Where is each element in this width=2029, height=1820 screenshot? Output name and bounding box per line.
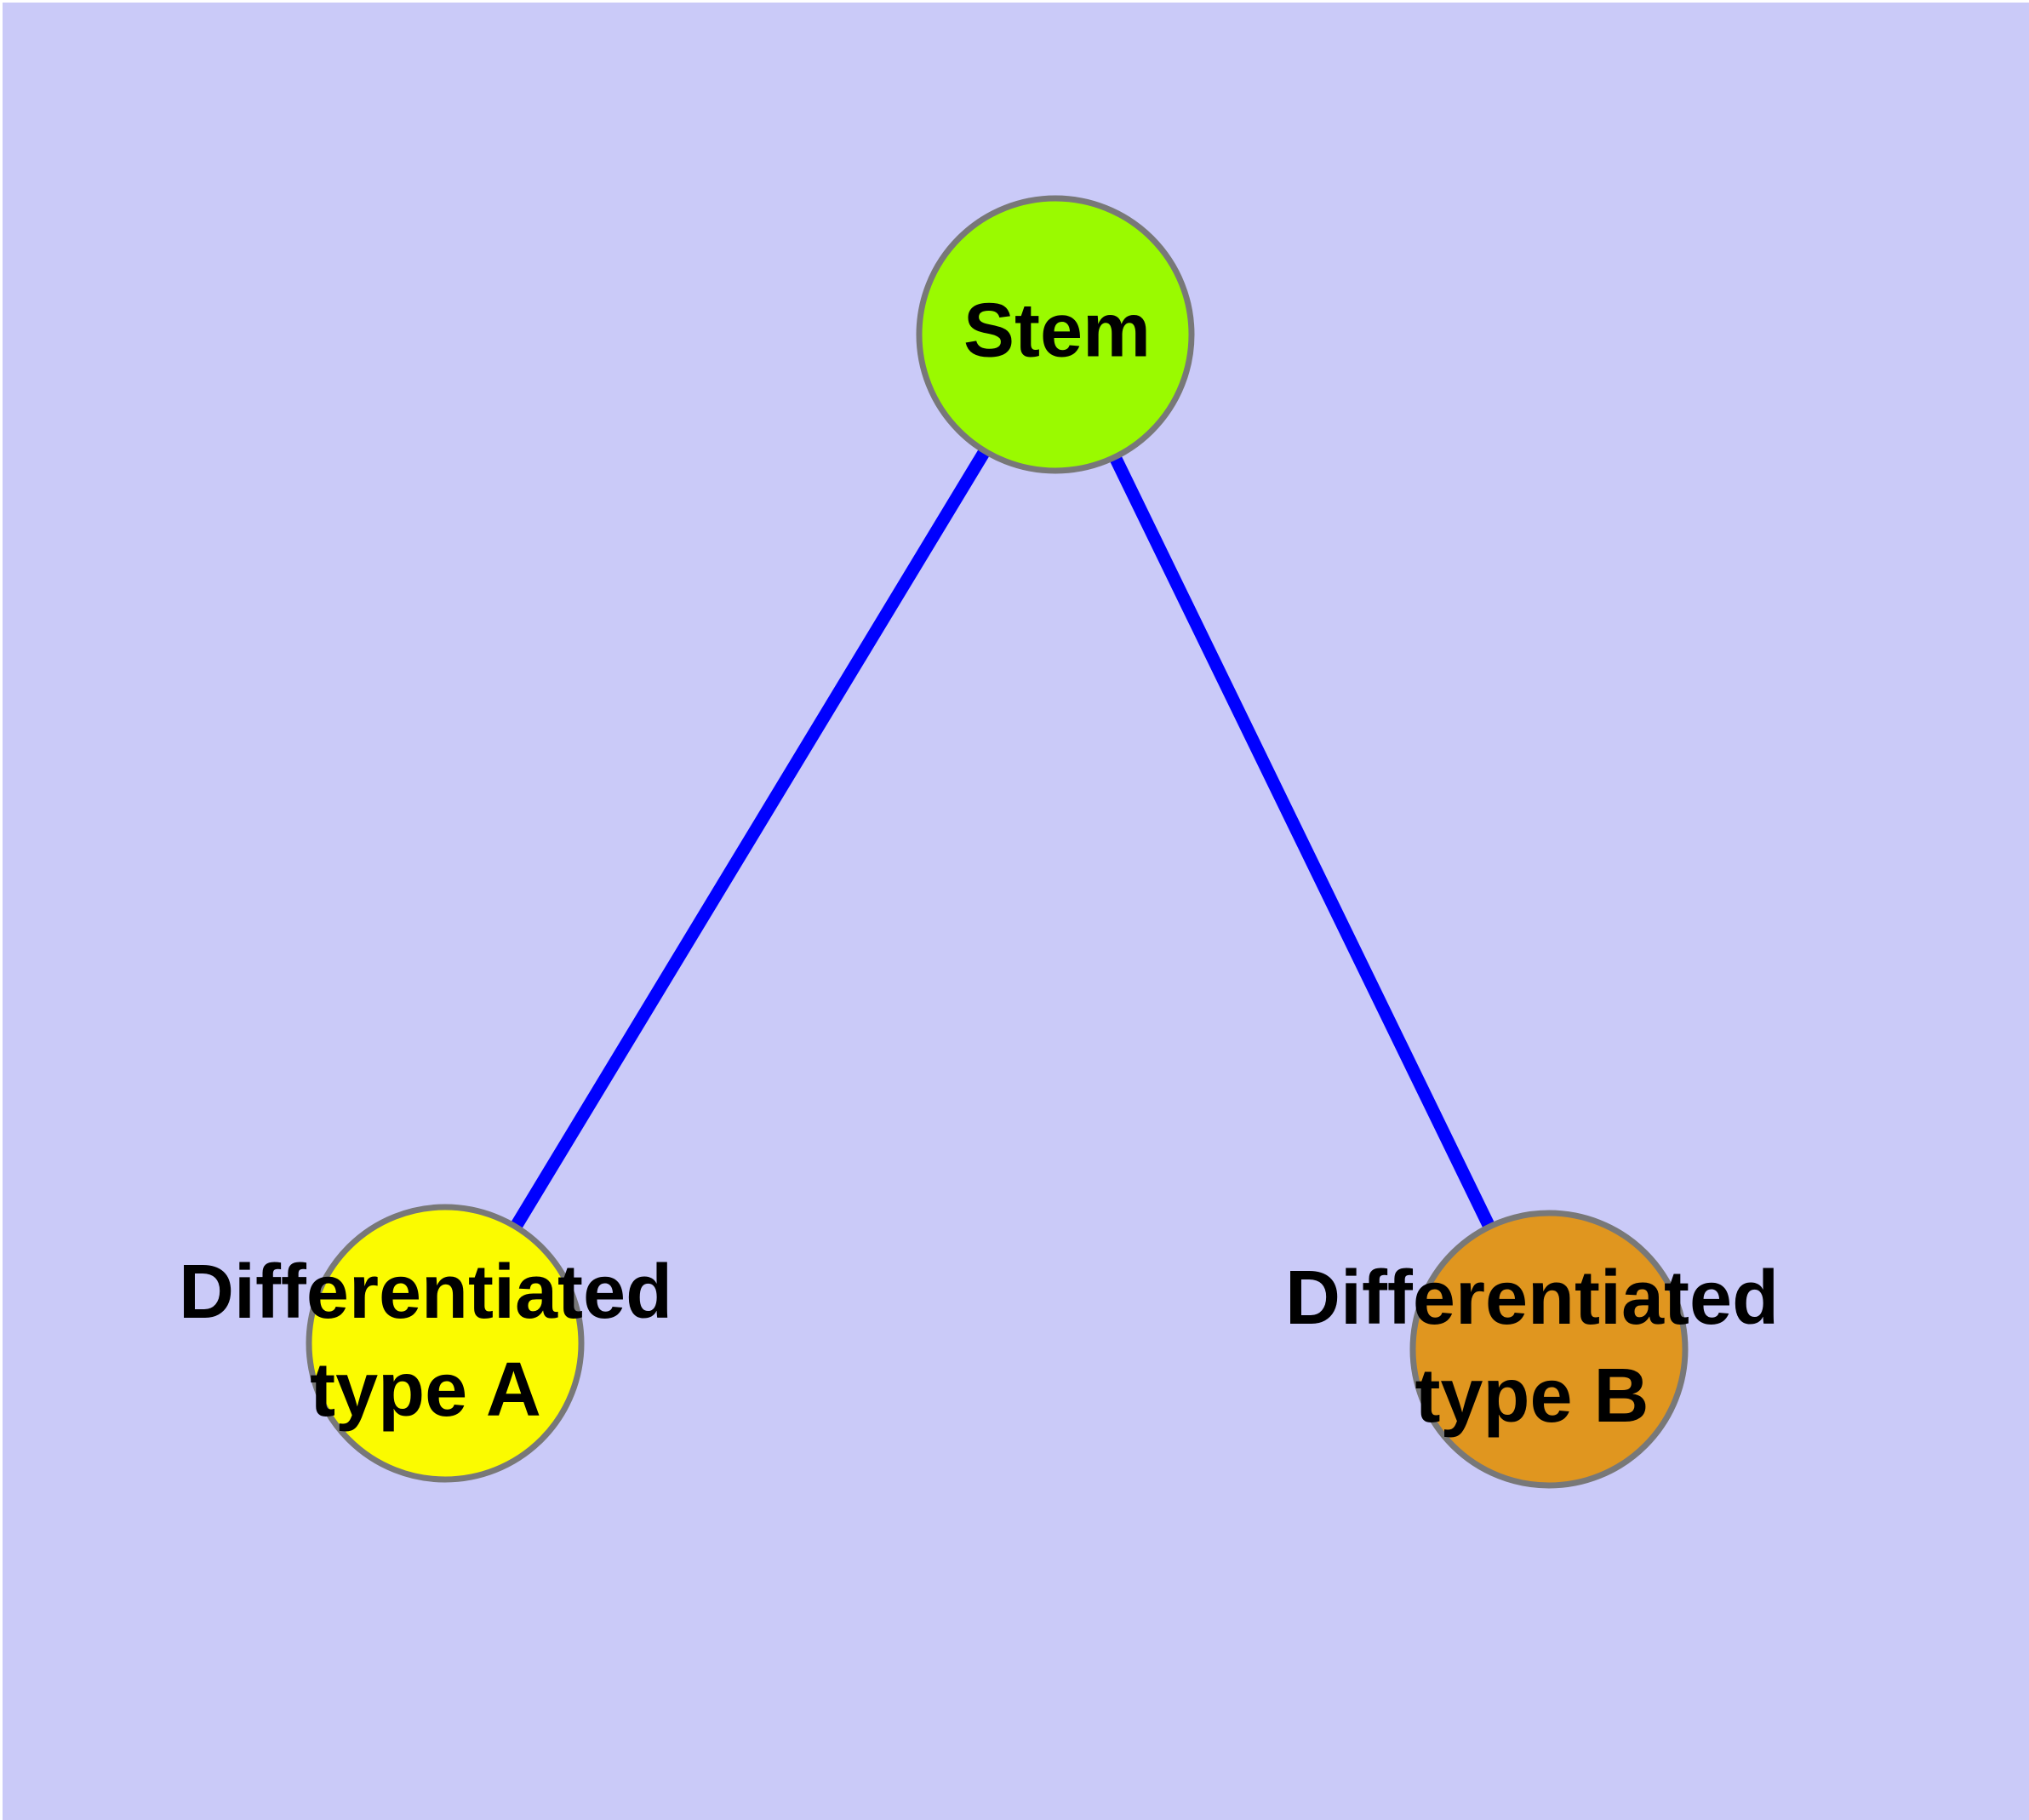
- diagram-canvas: Stem Differentiated type A Differentiate…: [3, 3, 2029, 1820]
- graph-svg: [306, 195, 1689, 1489]
- edge-stem-to-type-b[interactable]: [1049, 331, 1555, 1353]
- node-stem[interactable]: [916, 195, 1195, 474]
- node-differentiated-type-a[interactable]: [306, 1204, 585, 1483]
- edge-stem-to-type-a[interactable]: [439, 331, 1061, 1347]
- node-differentiated-type-b[interactable]: [1409, 1210, 1689, 1489]
